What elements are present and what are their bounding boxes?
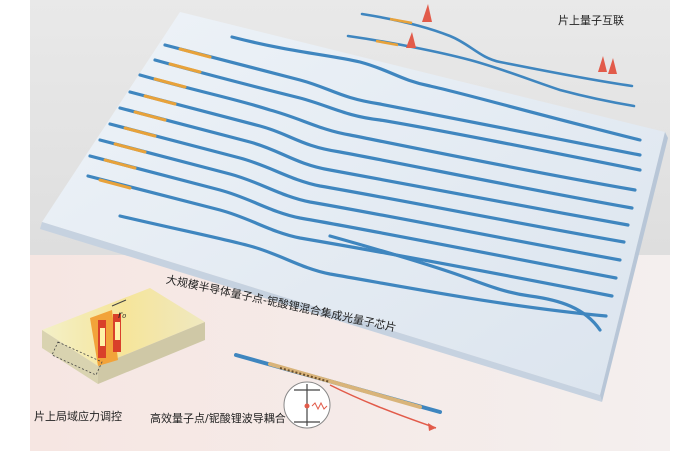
strain-inset: [42, 288, 205, 384]
interconnect-inset: [346, 12, 636, 108]
coupling-inset: [234, 353, 442, 431]
interconnect-label: 片上量子互联: [558, 14, 624, 27]
emission-icon: [329, 384, 437, 429]
interconnect-gold: [375, 17, 413, 47]
strain-label: 片上局域应力调控: [34, 410, 122, 423]
r0-label: r₀: [118, 310, 127, 321]
waveguide-array: [86, 35, 642, 332]
waveguide-gold-segments: [98, 47, 212, 190]
pulse-icon: [406, 4, 617, 74]
coupling-label: 高效量子点/铌酸锂波导耦合: [150, 412, 286, 425]
